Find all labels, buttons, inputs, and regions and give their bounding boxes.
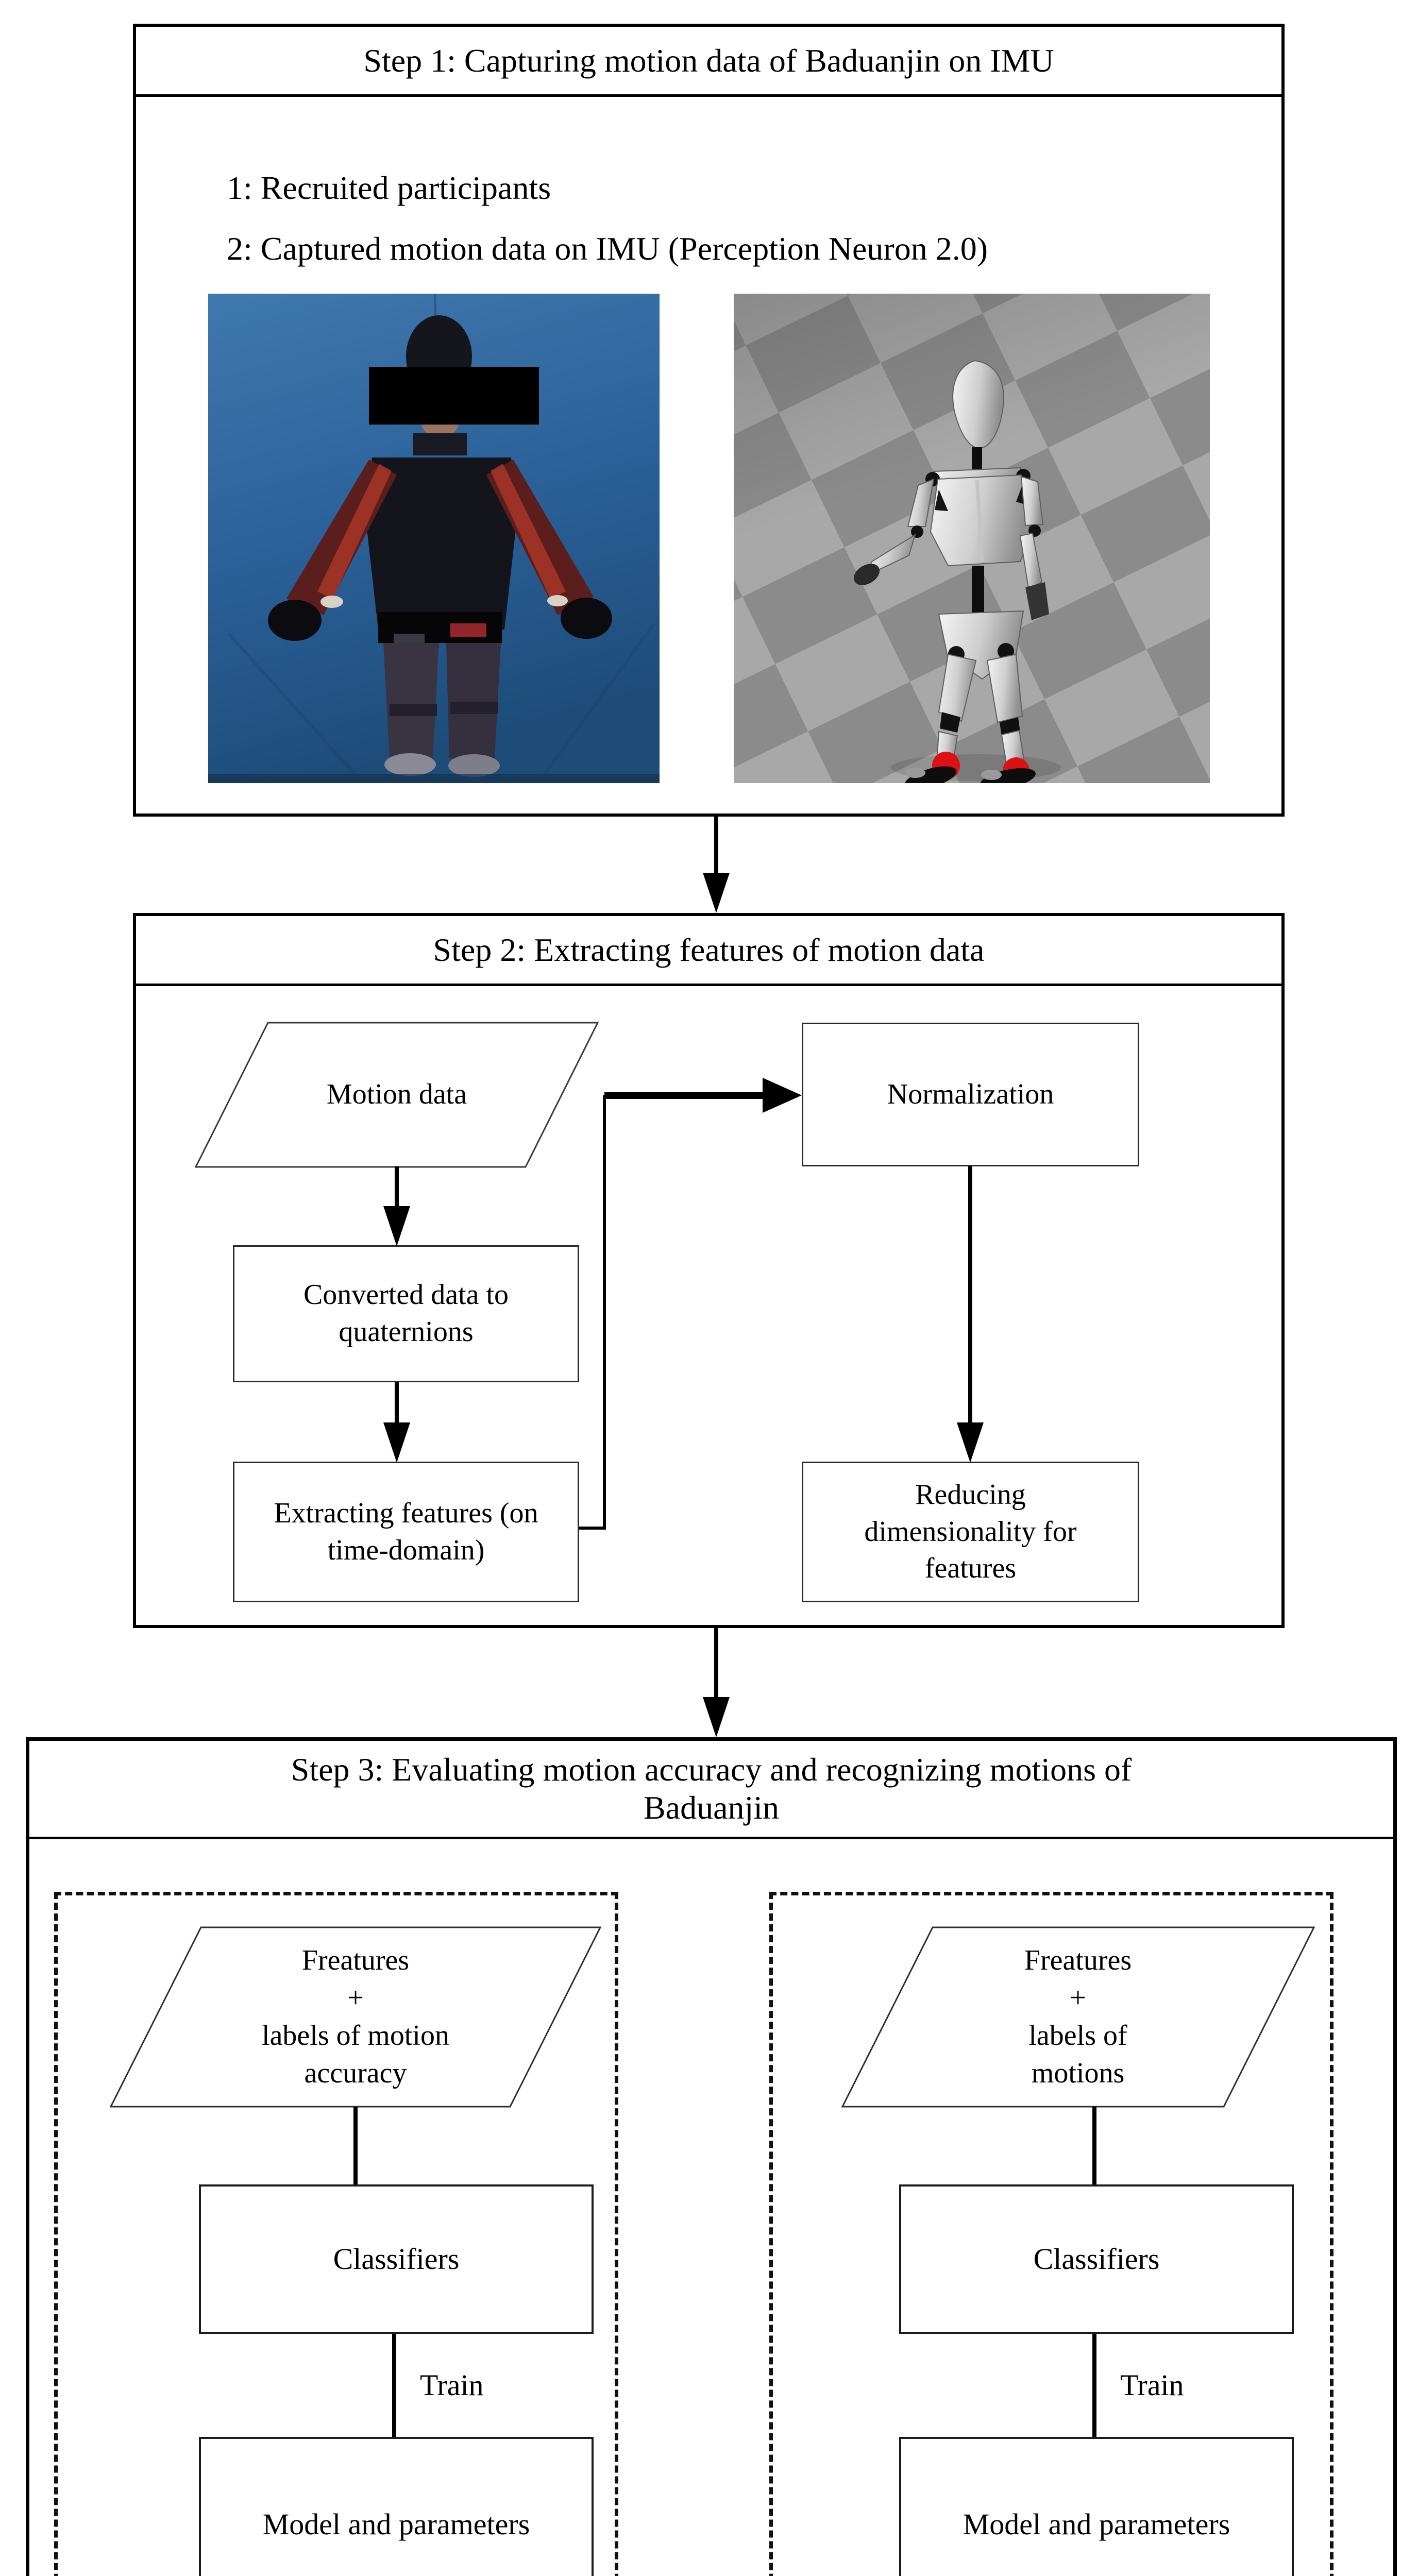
face-censor-bar [369,367,539,425]
arrow-converted-extracting-line [395,1382,399,1423]
arrow-step1-step2-head [703,873,730,913]
participant-figure [208,315,660,783]
right-train-label: Train [1120,2368,1184,2402]
left-connector-input-classifiers [353,2107,358,2184]
step1-item-2: 2: Captured motion data on IMU (Percepti… [227,230,988,267]
step2-title: Step 2: Extracting features of motion da… [433,931,985,968]
right-input-label: Freatures + labels of motions [1024,1944,1132,2089]
reducing-dimensionality-node: Reducing dimensionality for features [802,1462,1139,1602]
step3-header: Step 3: Evaluating motion accuracy and r… [29,1741,1393,1839]
motion-data-parallelogram [194,1022,599,1168]
right-connector-input-classifiers [1092,2107,1096,2184]
step2-header: Step 2: Extracting features of motion da… [136,916,1281,986]
left-input-parallelogram [109,1926,602,2108]
arrow-motiondata-converted-head [383,1206,410,1246]
step1-header: Step 1: Capturing motion data of Baduanj… [136,27,1281,97]
left-train-connector [392,2334,396,2437]
normalization-node: Normalization [802,1023,1139,1166]
arrow-to-normalization-bar [604,1092,763,1099]
left-input-label: Freatures + labels of motion accuracy [262,1944,449,2089]
arrow-normalization-reducing-head [957,1422,984,1463]
arrow-motiondata-converted-line [395,1166,399,1208]
avatar-figure [853,360,1061,783]
step1-title: Step 1: Capturing motion data of Baduanj… [363,42,1054,79]
arrow-converted-extracting-head [383,1422,410,1463]
right-train-connector [1092,2334,1096,2437]
arrow-step1-step2-line [714,817,718,876]
right-model-node: Model and parameters [899,2437,1294,2576]
step3-title-line1: Step 3: Evaluating motion accuracy and r… [291,1751,1132,1788]
arrow-normalization-reducing-line [968,1166,972,1425]
elbow-extracting-stub [579,1527,606,1530]
arrow-step2-step3-line [714,1628,718,1698]
elbow-extracting-riser [603,1095,606,1530]
avatar-photo [734,294,1210,783]
step1-item-1: 1: Recruited participants [227,170,551,206]
arrow-step2-step3-head [703,1697,730,1737]
extracting-features-node: Extracting features (on time-domain) [233,1462,579,1602]
step3-box: Step 3: Evaluating motion accuracy and r… [26,1737,1397,2576]
converted-quaternions-node: Converted data to quaternions [233,1245,579,1382]
left-classifiers-node: Classifiers [199,2184,594,2334]
left-train-label: Train [420,2368,484,2402]
accessing-accuracy-dotted-box [54,1892,618,2576]
participant-photo [208,294,660,783]
recognizing-motions-dotted-box [769,1892,1333,2576]
right-classifiers-node: Classifiers [899,2184,1294,2334]
motion-data-label: Motion data [326,1078,467,1111]
arrow-to-normalization-head [763,1078,802,1113]
left-model-node: Model and parameters [199,2437,594,2576]
right-input-parallelogram [841,1926,1315,2108]
step3-title-line2: Baduanjin [643,1789,780,1826]
